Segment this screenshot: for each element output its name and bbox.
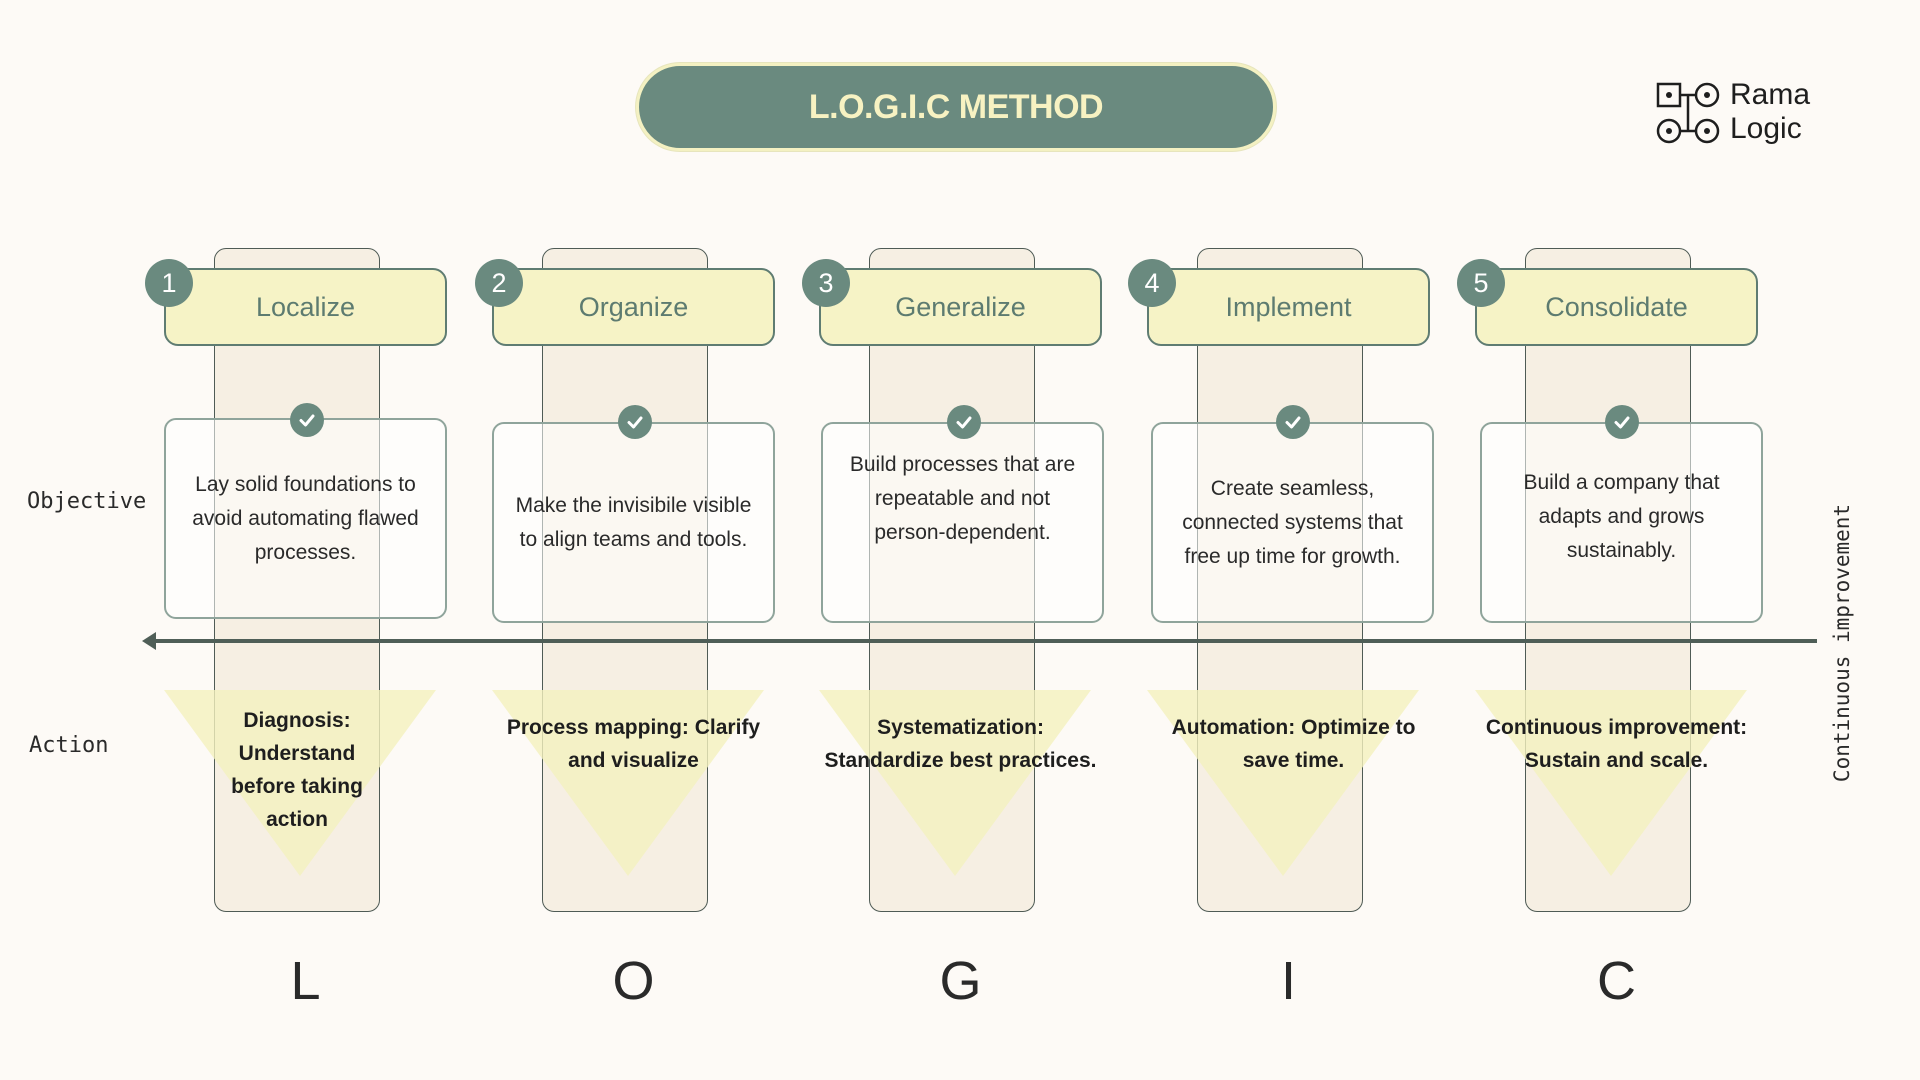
action-funnel-triangle (819, 690, 1091, 876)
step-number-badge: 1 (145, 259, 193, 307)
objective-card: Make the invisibile visible to align tea… (492, 422, 775, 623)
objective-card: Build a company that adapts and grows su… (1480, 422, 1763, 623)
objective-text: Build processes that are repeatable and … (849, 452, 1076, 544)
step-header: Consolidate (1475, 268, 1758, 346)
objective-row-label: Objective (27, 489, 147, 514)
step-column-localize: Localize 1 Lay solid foundations to avoi… (132, 0, 462, 1080)
step-column-generalize: Generalize 3 Build processes that are re… (787, 0, 1117, 1080)
step-number-badge: 3 (802, 259, 850, 307)
step-number-badge: 4 (1128, 259, 1176, 307)
objective-text: Make the invisibile visible to align tea… (515, 493, 752, 551)
connected-nodes-logo-icon (1656, 82, 1720, 144)
step-number-badge: 2 (475, 259, 523, 307)
continuous-improvement-label-wrapper: Continuous improvement (1830, 492, 1854, 794)
check-icon (947, 405, 981, 439)
check-icon (1605, 405, 1639, 439)
action-text: Continuous improvement: Sustain and scal… (1485, 716, 1748, 772)
continuous-improvement-label: Continuous improvement (1830, 503, 1854, 783)
objective-card: Create seamless, connected systems that … (1151, 422, 1434, 623)
brand-name-line-1: Rama (1730, 78, 1811, 111)
brand-name-line-2: Logic (1730, 112, 1802, 145)
step-header: Generalize (819, 268, 1102, 346)
action-funnel-triangle (492, 690, 764, 876)
step-column-consolidate: Consolidate 5 Build a company that adapt… (1443, 0, 1773, 1080)
acronym-letter: C (1597, 951, 1636, 1011)
objective-card: Lay solid foundations to avoid automatin… (164, 418, 447, 619)
objective-text: Lay solid foundations to avoid automatin… (192, 472, 419, 564)
action-funnel-triangle (1475, 690, 1747, 876)
acronym-letter: L (290, 951, 321, 1011)
arrow-left-icon (142, 632, 156, 650)
step-column-organize: Organize 2 Make the invisibile visible t… (460, 0, 790, 1080)
check-icon (1276, 405, 1310, 439)
objective-card: Build processes that are repeatable and … (821, 422, 1104, 623)
action-funnel-triangle (1147, 690, 1419, 876)
objective-text: Create seamless, connected systems that … (1182, 476, 1403, 568)
acronym-letter: G (939, 951, 982, 1011)
brand-logo: Rama Logic (1652, 76, 1822, 156)
acronym-letter: I (1280, 951, 1296, 1011)
action-text: Automation: Optimize to save time. (1171, 716, 1416, 772)
step-column-implement: Implement 4 Create seamless, connected s… (1115, 0, 1445, 1080)
action-text: Diagnosis: Understand before taking acti… (231, 709, 363, 831)
step-number-badge: 5 (1457, 259, 1505, 307)
diagram-title: L.O.G.I.C METHOD (636, 63, 1276, 151)
step-header: Localize (164, 268, 447, 346)
action-text: Systematization: Standardize best practi… (824, 716, 1097, 772)
continuous-improvement-arrow-line (150, 639, 1817, 643)
acronym-letter: O (612, 951, 655, 1011)
check-icon (290, 403, 324, 437)
objective-text: Build a company that adapts and grows su… (1523, 470, 1720, 562)
step-header: Implement (1147, 268, 1430, 346)
action-row-label: Action (29, 733, 109, 758)
step-header: Organize (492, 268, 775, 346)
check-icon (618, 405, 652, 439)
action-funnel-triangle (164, 690, 436, 876)
action-text: Process mapping: Clarify and visualize (506, 716, 761, 772)
